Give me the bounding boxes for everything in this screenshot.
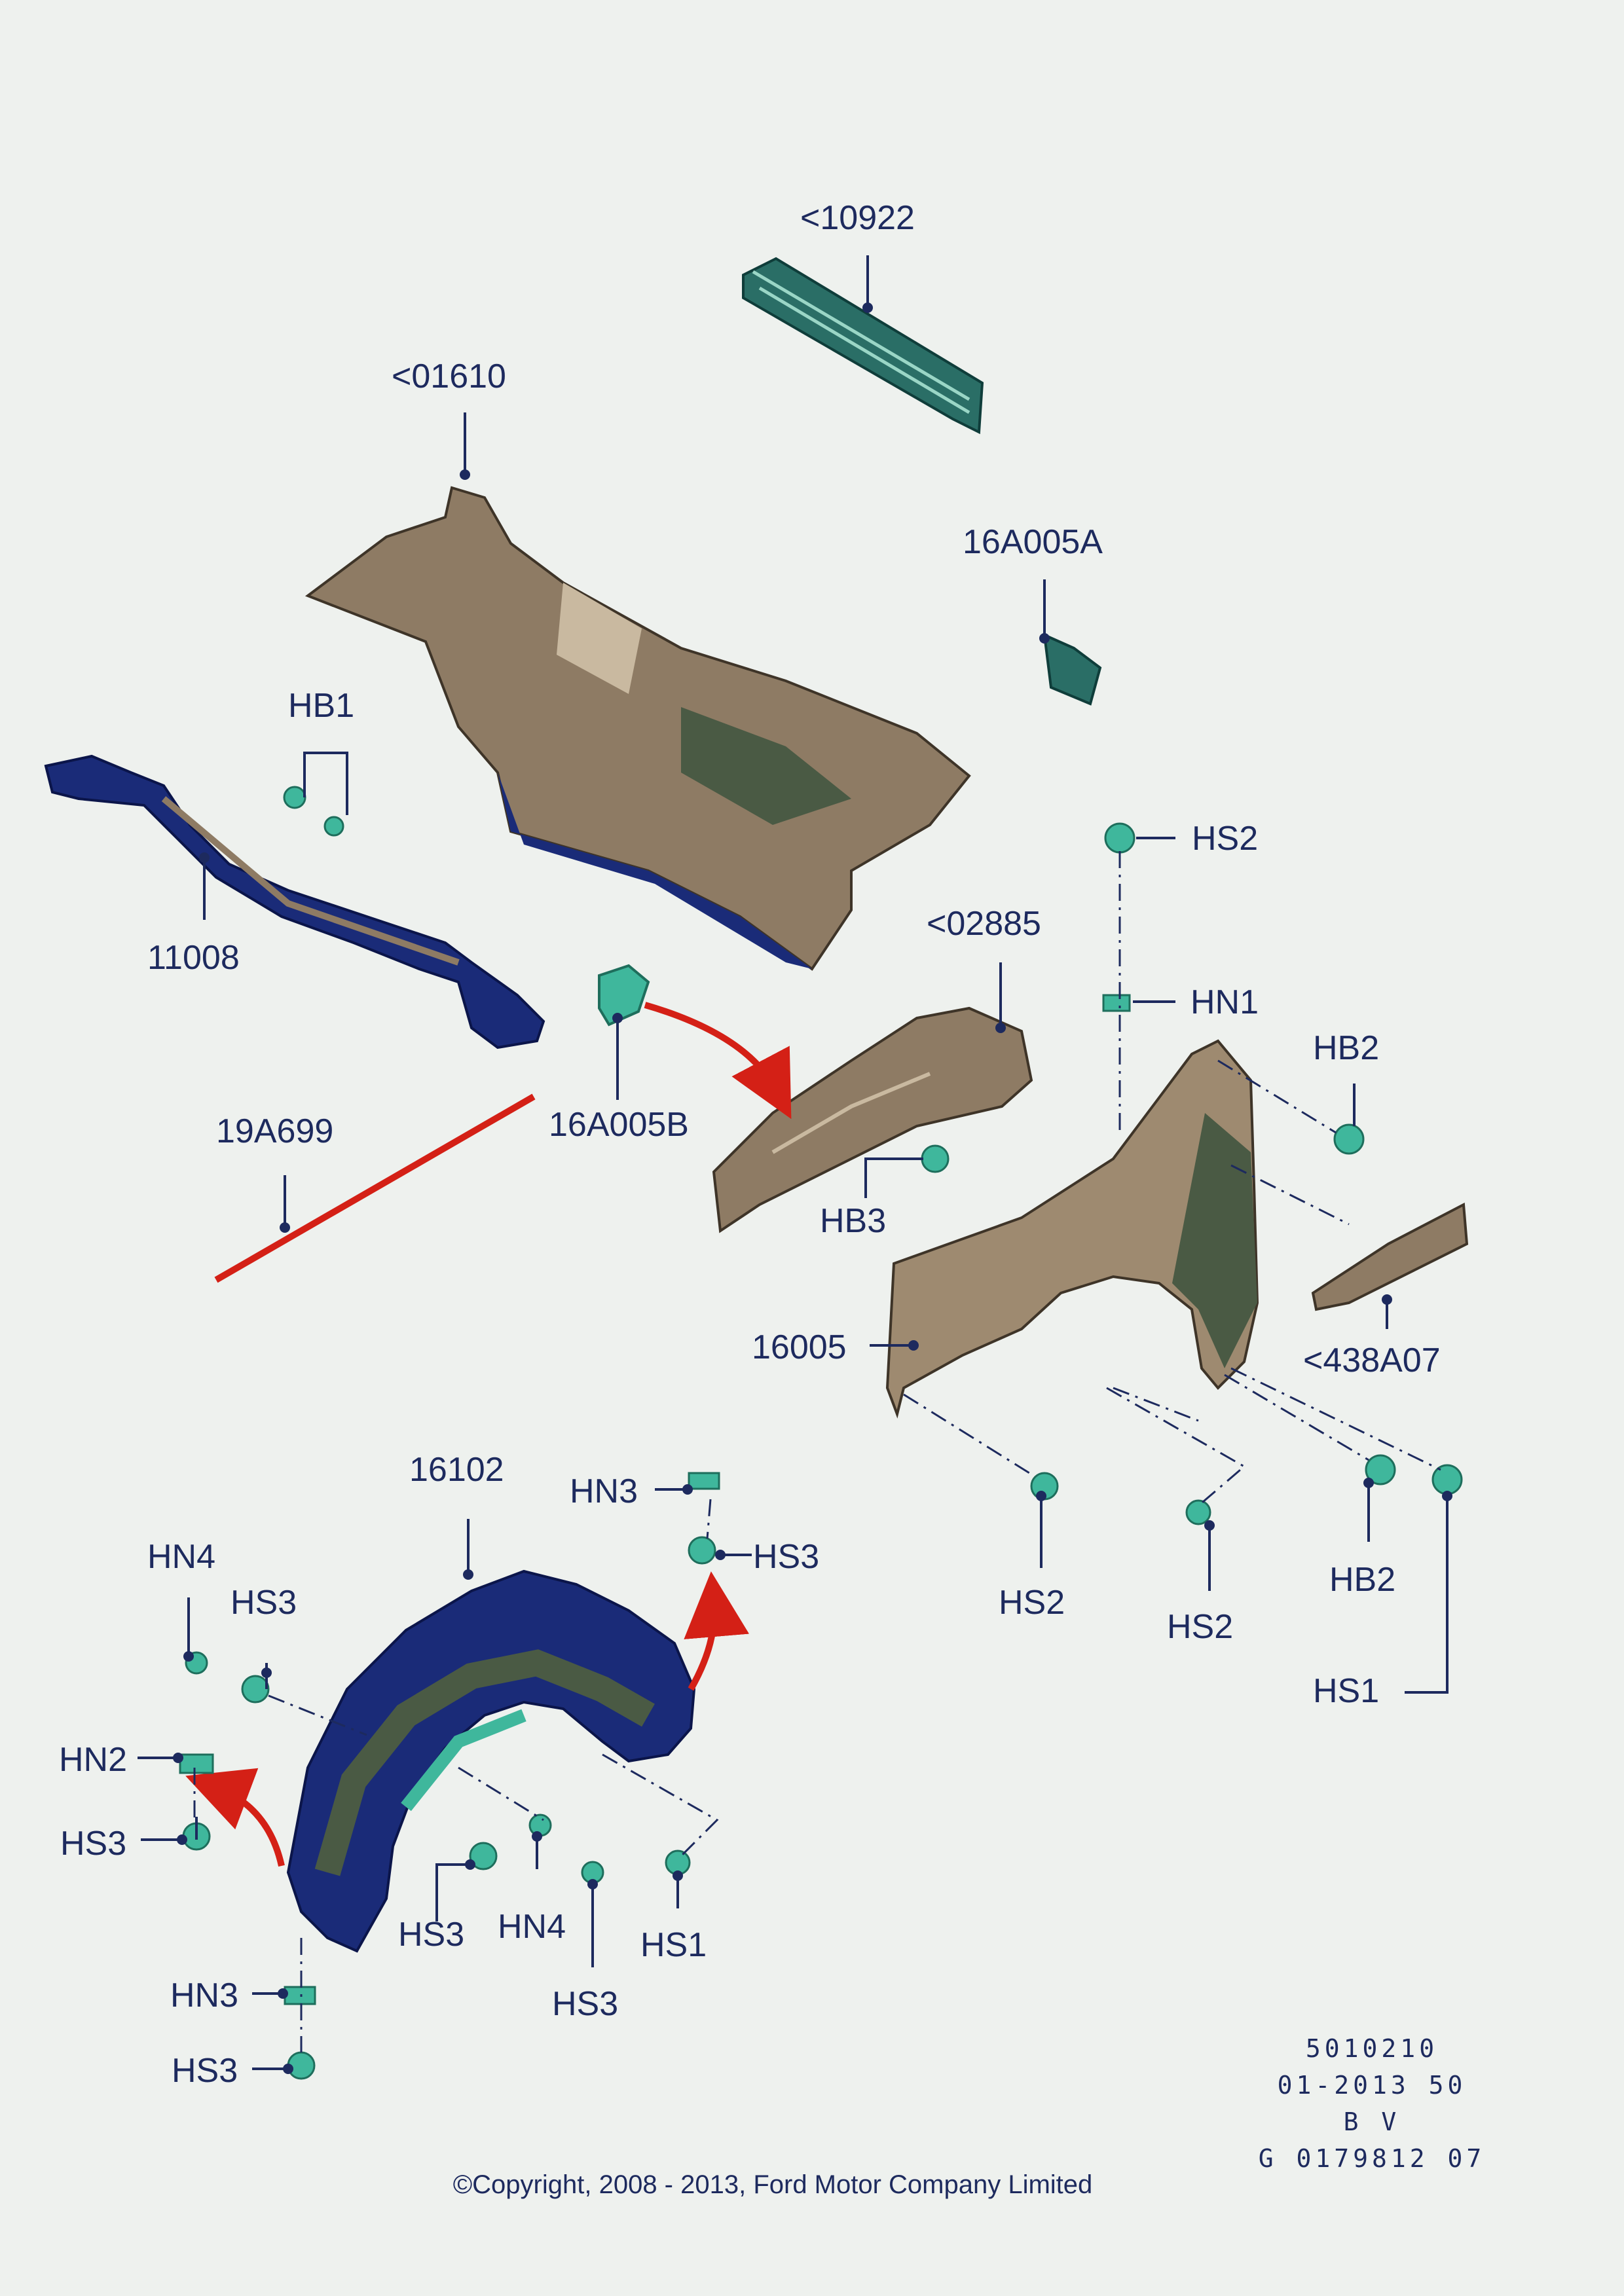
- label-01610: <01610: [392, 357, 506, 395]
- move-arrow-liner-left: [185, 1768, 285, 1867]
- info-line-1: 5010210: [1306, 2034, 1438, 2063]
- label-hs1-right: HS1: [1313, 1672, 1379, 1710]
- part-02885-apron: [712, 1006, 1033, 1233]
- info-line-3: B V: [1344, 2107, 1401, 2136]
- label-hb2-top: HB2: [1313, 1029, 1379, 1067]
- label-19A699: 19A699: [216, 1112, 333, 1150]
- assembly-lines: [193, 851, 1441, 2052]
- part-16005-fender: [885, 1039, 1259, 1419]
- label-hs2-a: HS2: [999, 1584, 1065, 1622]
- label-hb1: HB1: [288, 687, 354, 725]
- label-16A005A: 16A005A: [963, 523, 1103, 561]
- move-arrow-16A005B: [644, 1002, 792, 1120]
- label-hn2: HN2: [59, 1741, 127, 1779]
- part-16102-wheelarch-liner: [286, 1569, 696, 1953]
- label-hn4-left: HN4: [147, 1538, 215, 1576]
- label-hs3-left2: HS3: [60, 1825, 126, 1863]
- move-arrow-liner-top: [684, 1571, 749, 1691]
- label-hs3-left: HS3: [231, 1584, 297, 1622]
- part-10922-rail: [742, 257, 984, 435]
- label-16A005B: 16A005B: [549, 1106, 689, 1144]
- part-438A07-moulding: [1311, 1202, 1469, 1311]
- label-10922: <10922: [800, 199, 915, 237]
- label-11008: 11008: [147, 939, 240, 977]
- part-11008-crossmember: [44, 754, 545, 1049]
- label-hs3-top: HS3: [753, 1538, 819, 1576]
- copyright-notice: ©Copyright, 2008 - 2013, Ford Motor Comp…: [453, 2170, 1093, 2199]
- label-hs1-mid: HS1: [640, 1926, 707, 1964]
- label-02885: <02885: [927, 905, 1041, 943]
- label-hs3-mid: HS3: [398, 1916, 464, 1954]
- info-line-4: G 0179812 07: [1259, 2144, 1486, 2173]
- label-hb2-bot: HB2: [1329, 1561, 1395, 1599]
- label-hs3-mid2: HS3: [552, 1985, 618, 2023]
- label-hs2-top: HS2: [1192, 820, 1258, 858]
- label-hn1: HN1: [1190, 983, 1259, 1021]
- label-hn3-top: HN3: [570, 1472, 638, 1510]
- leader-dots: [173, 302, 1452, 2074]
- part-16A005B-bracket: [598, 964, 650, 1027]
- part-16A005A-bracket: [1043, 632, 1102, 706]
- label-hn4-mid: HN4: [498, 1908, 566, 1946]
- label-hb3: HB3: [820, 1202, 886, 1240]
- part-19A699-strip: [214, 1093, 536, 1283]
- label-16102: 16102: [409, 1451, 504, 1489]
- label-438A07: <438A07: [1303, 1341, 1441, 1379]
- label-16005: 16005: [752, 1328, 847, 1366]
- label-hs3-bot: HS3: [172, 2052, 238, 2090]
- info-block: 5010210 01-2013 50 B V G 0179812 07: [1259, 2034, 1486, 2173]
- info-line-2: 01-2013 50: [1278, 2071, 1467, 2100]
- part-01610-dash-panel: [304, 486, 971, 971]
- label-hs2-b: HS2: [1167, 1608, 1233, 1646]
- label-hn3-bot: HN3: [170, 1977, 238, 2014]
